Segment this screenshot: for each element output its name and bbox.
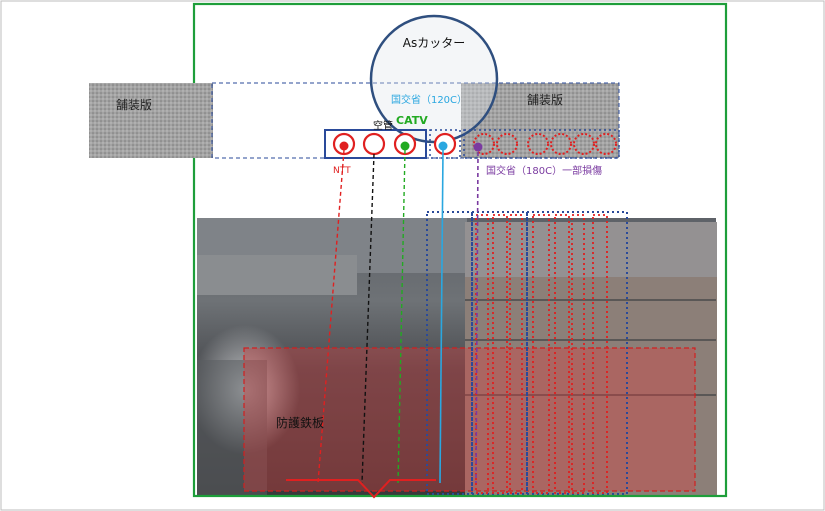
pavement-slab-left — [89, 83, 213, 158]
conduit-box-left — [324, 129, 427, 159]
leader-empty-pipe — [361, 153, 375, 484]
pipe-empty — [362, 132, 386, 156]
empty-pipe-label: 空管 — [373, 119, 393, 132]
leader-mlit-180c — [475, 151, 479, 484]
pipe-mlit-180c-row — [473, 133, 617, 155]
pipe-mlit-180c-marker — [473, 142, 483, 152]
ntt-label: NTT — [333, 166, 351, 176]
pavement-label-left: 舗装版 — [116, 98, 152, 112]
damaged-pipe-columns — [475, 214, 608, 494]
protective-plate-label: 防護鉄板 — [276, 415, 324, 430]
cutter-circle — [369, 14, 499, 144]
bottom-bracket — [286, 479, 436, 499]
pavement-dashed-outline — [211, 82, 620, 159]
pipe-catv — [393, 132, 417, 156]
leader-mlit-120c — [439, 149, 444, 484]
mlit-180c-label: 国交省（180C）一部損傷 — [486, 164, 602, 177]
excavation-boundary-frame — [192, 2, 728, 498]
cutter-label: Asカッター — [403, 36, 465, 50]
excavation-photo — [190, 218, 717, 495]
pavement-slab-right — [461, 83, 619, 158]
conduit-blue-columns — [426, 211, 628, 495]
conduit-box-mlit-180c — [463, 129, 620, 159]
pavement-label-right: 舗装版 — [527, 93, 563, 107]
catv-label: CATV — [396, 114, 428, 127]
mlit-120c-label: 国交省（120C） — [391, 93, 467, 106]
conduit-box-mlit-120c — [429, 129, 461, 159]
pipe-mlit-120c — [433, 132, 457, 156]
